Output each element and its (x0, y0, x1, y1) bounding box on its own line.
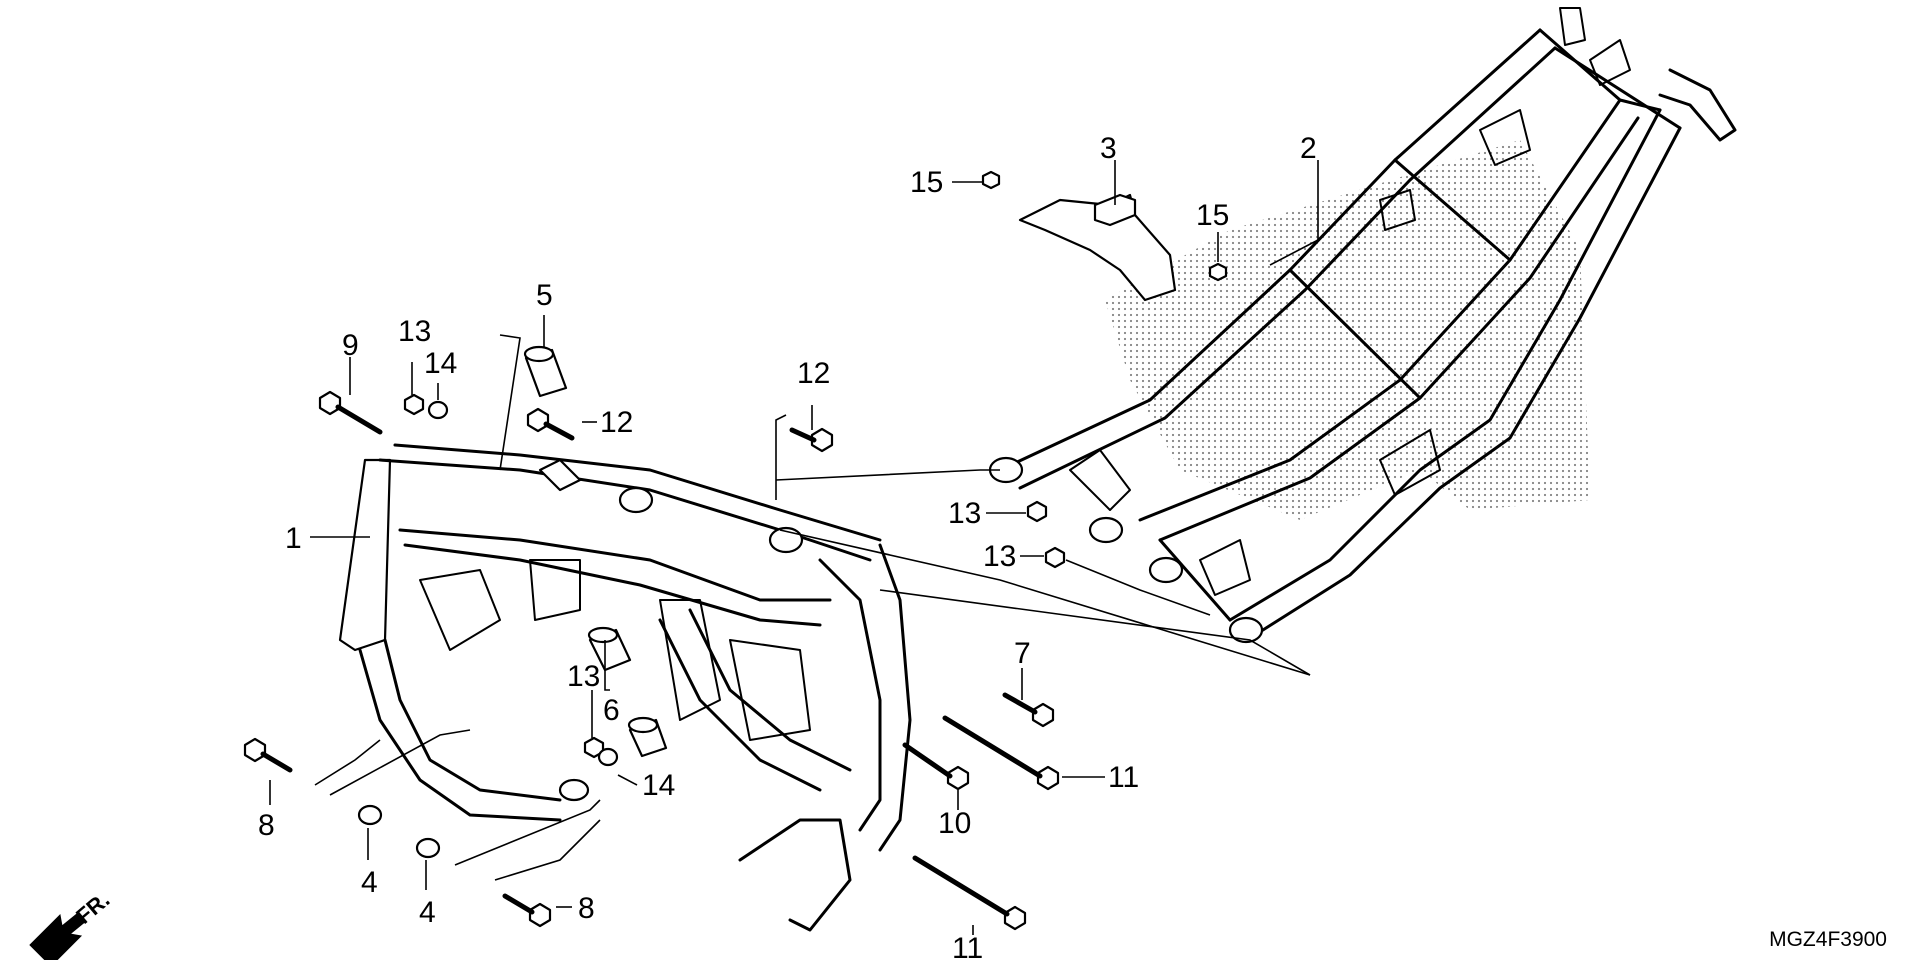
leader-lines (269, 160, 1319, 935)
callout-8-left: 8 (258, 809, 275, 842)
rubber-part-4 (357, 804, 441, 859)
callout-12-left: 12 (600, 406, 633, 439)
callout-11-bottom: 11 (952, 932, 983, 960)
callout-10: 10 (938, 807, 971, 840)
callout-4-bottom: 4 (419, 896, 436, 929)
callout-14-middle: 14 (642, 769, 675, 802)
callout-3: 3 (1100, 132, 1117, 165)
front-direction-indicator: FR. (29, 887, 114, 960)
callout-13-middle: 13 (567, 660, 600, 693)
callout-13-right-b: 13 (983, 540, 1016, 573)
callout-15-left: 15 (910, 166, 943, 199)
callout-4-left: 4 (361, 866, 378, 899)
collar-part-6 (587, 626, 668, 758)
callout-13-right-a: 13 (948, 497, 981, 530)
washer-part-14 (427, 400, 619, 767)
diagram-code: MGZ4F3900 (1769, 928, 1887, 951)
callout-13-topleft: 13 (398, 315, 431, 348)
callout-15-right: 15 (1196, 199, 1229, 232)
rear-sub-frame-part (988, 7, 1737, 644)
callout-2: 2 (1300, 132, 1317, 165)
callout-14-topleft: 14 (424, 347, 457, 380)
callout-6: 6 (603, 694, 620, 727)
callout-5: 5 (536, 279, 553, 312)
callout-12-top: 12 (797, 357, 830, 390)
front-arrow-icon (29, 912, 87, 960)
collar-part-5 (523, 345, 568, 398)
callout-8-bottom: 8 (578, 892, 595, 925)
callout-11-right: 11 (1108, 761, 1139, 794)
screw-part-15 (981, 170, 1228, 282)
nut-part-13 (403, 393, 1066, 759)
callout-9: 9 (342, 329, 359, 362)
callout-7: 7 (1014, 637, 1031, 670)
callout-labels: 1 2 3 4 4 5 6 7 8 8 9 10 11 11 12 12 13 … (258, 132, 1317, 960)
rear-frame-shading (1105, 140, 1590, 520)
bolts (243, 390, 1060, 931)
callout-1: 1 (285, 522, 302, 555)
bracket-part-3 (1018, 193, 1177, 302)
